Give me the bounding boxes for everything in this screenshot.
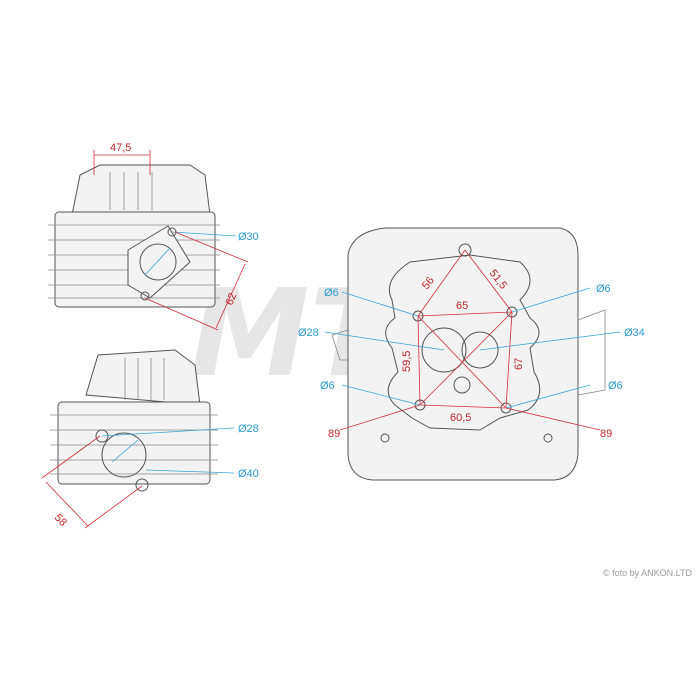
top-left-view: 47,5 Ø30 62 <box>48 142 259 331</box>
dim-diagonal-58: 58 <box>52 512 69 529</box>
dim-bolt-o6-ul: Ø6 <box>324 287 339 299</box>
dim-width-47-5: 47,5 <box>110 142 131 154</box>
photo-credit: © foto by ANKON.LTD <box>603 568 692 578</box>
dim-span-67: 67 <box>513 358 525 370</box>
right-view: 56 51,5 65 59,5 67 60,5 89 89 Ø6 Ø6 Ø6 Ø… <box>298 227 645 481</box>
dim-port-o40: Ø40 <box>238 468 259 480</box>
dim-diag-56: 56 <box>420 275 437 292</box>
dim-side-89-left: 89 <box>328 428 340 440</box>
dim-bolt-o6-ll: Ø6 <box>320 380 335 392</box>
dim-diagonal-62: 62 <box>224 291 240 307</box>
dim-hole-o34: Ø34 <box>624 327 645 339</box>
dim-span-60-5: 60,5 <box>450 412 471 424</box>
dim-bolt-o6-ur: Ø6 <box>596 283 611 295</box>
dim-span-59-5: 59,5 <box>401 351 413 372</box>
dim-bolt-o6-lr: Ø6 <box>608 380 623 392</box>
dim-hole-o28: Ø28 <box>298 327 319 339</box>
bottom-left-view: Ø28 Ø40 58 <box>41 349 259 529</box>
dim-span-65: 65 <box>456 300 468 312</box>
dim-port-o30: Ø30 <box>238 231 259 243</box>
dim-side-89-right: 89 <box>600 428 612 440</box>
dim-port-o28: Ø28 <box>238 423 259 435</box>
